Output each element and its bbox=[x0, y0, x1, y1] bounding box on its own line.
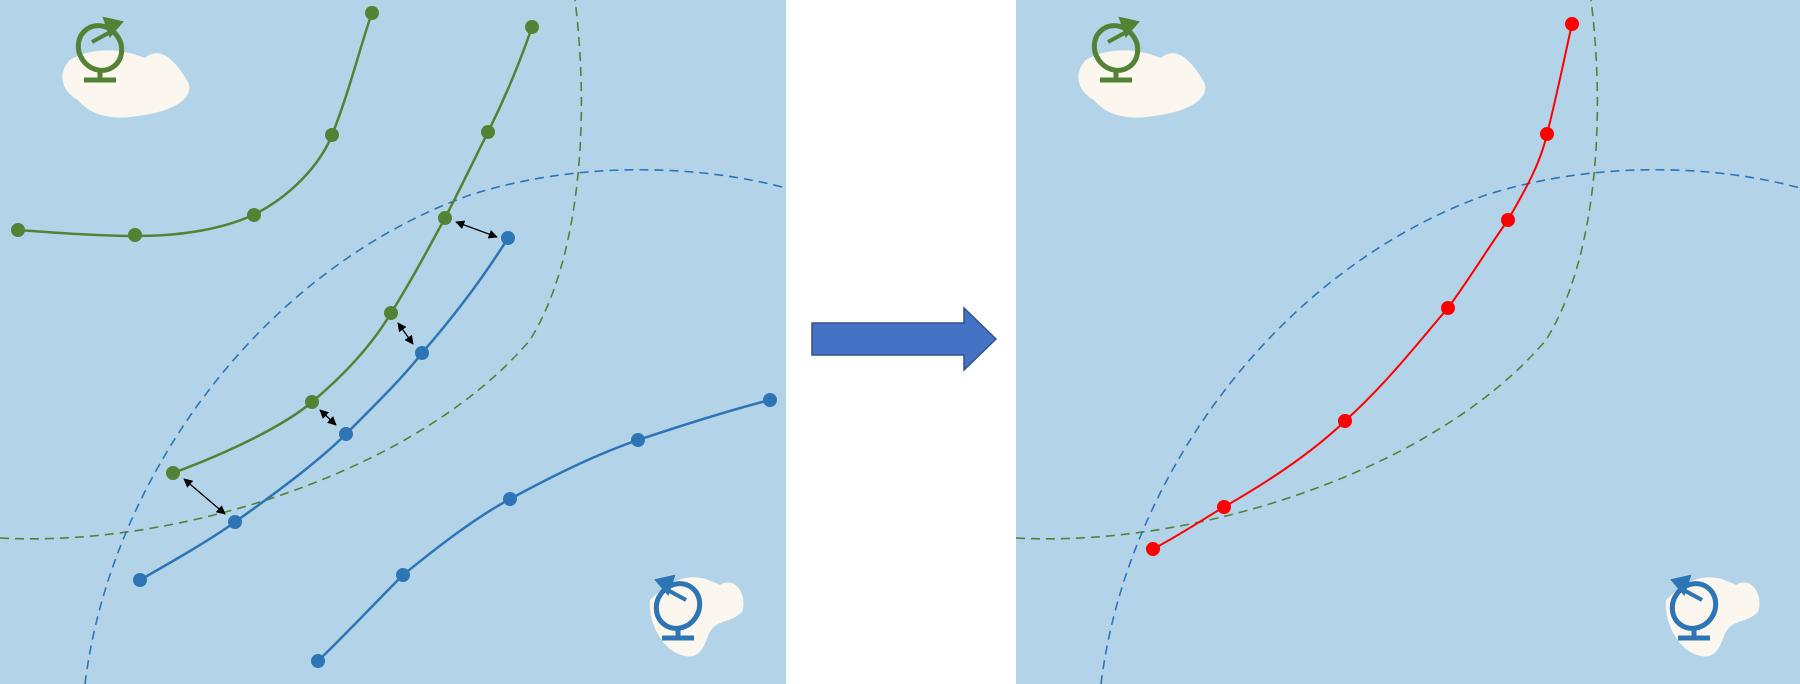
green-radar-dish-icon bbox=[1091, 16, 1141, 83]
association-link bbox=[183, 478, 226, 515]
green-track-1-point bbox=[128, 228, 142, 242]
green-track-2-point bbox=[305, 395, 319, 409]
blue-radar-dish-icon bbox=[1669, 574, 1719, 641]
blue-track-2-point bbox=[631, 433, 645, 447]
green-track-1-point bbox=[11, 223, 25, 237]
blue-track-2-point bbox=[396, 568, 410, 582]
green-track-2 bbox=[166, 20, 539, 480]
blue-track-2-point bbox=[503, 492, 517, 506]
green-track-1-point bbox=[365, 6, 379, 20]
fused-track bbox=[1146, 17, 1579, 556]
right-arrow-icon bbox=[811, 306, 998, 372]
blue-track-2-point bbox=[763, 393, 777, 407]
blue-track-1-point bbox=[415, 346, 429, 360]
green-radar-coverage-circle bbox=[0, 0, 583, 540]
left-panel bbox=[0, 0, 786, 684]
blue-radar-coverage-circle bbox=[84, 168, 786, 684]
green-track-2-point bbox=[481, 125, 495, 139]
blue-track-1 bbox=[133, 231, 515, 587]
blue-track-1-point bbox=[501, 231, 515, 245]
green-track-2-point bbox=[384, 306, 398, 320]
blue-track-1-point bbox=[339, 427, 353, 441]
blue-radar-coverage-circle bbox=[1100, 168, 1800, 684]
green-radar-coverage-circle bbox=[1016, 0, 1599, 540]
blue-track-2-point bbox=[311, 654, 325, 668]
green-track-1 bbox=[11, 6, 379, 242]
green-track-2-point bbox=[166, 466, 180, 480]
green-track-2-point bbox=[525, 20, 539, 34]
blue-track-1-point bbox=[133, 573, 147, 587]
green-radar-dish-icon bbox=[75, 16, 125, 83]
blue-radar-dish-icon bbox=[653, 574, 703, 641]
association-link bbox=[397, 322, 414, 345]
association-link bbox=[455, 220, 498, 239]
fused-track-point bbox=[1146, 542, 1160, 556]
fused-track-point bbox=[1338, 414, 1352, 428]
green-track-1-point bbox=[325, 128, 339, 142]
fused-track-point bbox=[1501, 213, 1515, 227]
fused-track-point bbox=[1441, 301, 1455, 315]
fused-track-point bbox=[1565, 17, 1579, 31]
blue-track-2 bbox=[311, 393, 777, 668]
right-panel bbox=[1016, 0, 1800, 684]
fused-track-point bbox=[1217, 500, 1231, 514]
green-track-2-point bbox=[438, 211, 452, 225]
association-link bbox=[319, 409, 337, 426]
green-track-1-point bbox=[247, 208, 261, 222]
fused-track-point bbox=[1540, 127, 1554, 141]
blue-track-1-point bbox=[228, 515, 242, 529]
association-links bbox=[183, 220, 498, 515]
